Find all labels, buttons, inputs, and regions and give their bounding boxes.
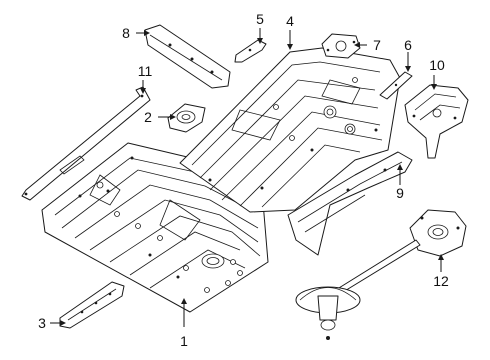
callout-1: 1 <box>180 333 188 349</box>
reinforcement-strip <box>379 71 413 100</box>
callout-10: 10 <box>429 57 445 73</box>
rear-bracket-assembly <box>404 84 469 159</box>
callout-5: 5 <box>256 11 264 27</box>
callout-7: 7 <box>373 37 381 53</box>
cross-member <box>287 151 413 256</box>
callout-4: 4 <box>286 13 294 29</box>
side-rail-bracket <box>144 24 231 89</box>
callout-12: 12 <box>433 273 449 289</box>
small-bracket <box>234 39 267 63</box>
mounting-plate <box>321 33 361 59</box>
callout-6: 6 <box>404 37 412 53</box>
callout-numbers: 1 2 3 4 5 6 7 8 9 10 11 12 <box>38 11 449 349</box>
callout-11: 11 <box>138 63 153 79</box>
callout-9: 9 <box>396 185 404 201</box>
leader-lines <box>50 28 444 327</box>
callout-3: 3 <box>38 315 46 331</box>
grommet <box>167 103 206 133</box>
rear-floor-panel <box>179 47 401 213</box>
callout-8: 8 <box>122 25 130 41</box>
spare-tire-carrier <box>295 209 467 340</box>
callout-2: 2 <box>144 109 152 125</box>
sill-reinforcement <box>59 281 125 329</box>
